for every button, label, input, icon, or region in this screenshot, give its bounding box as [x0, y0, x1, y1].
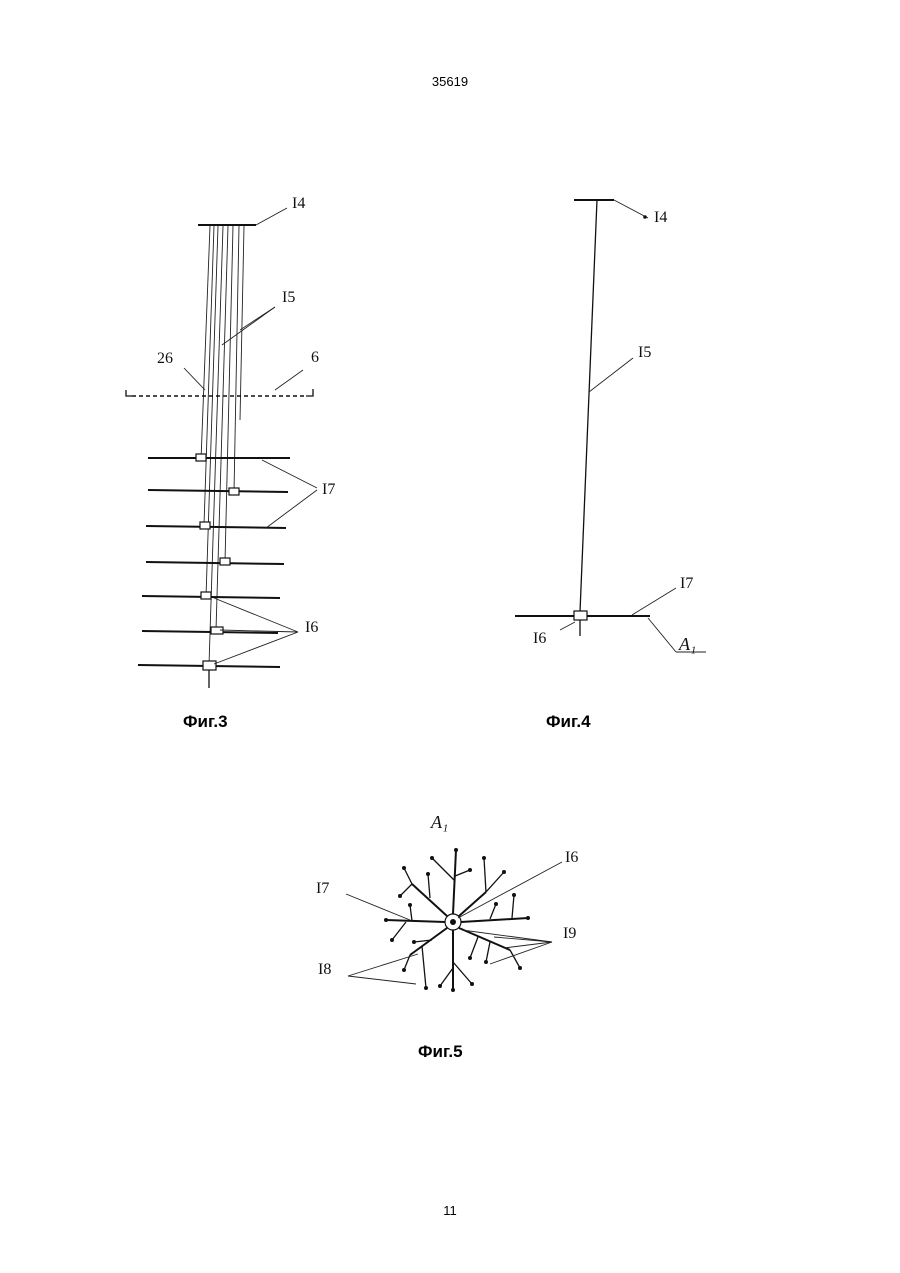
fig3-label-17: I7: [322, 481, 335, 498]
fig3-horizontal-elements: [138, 454, 290, 670]
fig5-label-18: I8: [318, 961, 331, 978]
fig3-label-16: I6: [305, 619, 318, 636]
page-number: 11: [0, 1203, 900, 1218]
fig5-label-19: I9: [563, 925, 576, 942]
figure-4: I4 I5 I7 I6 A₁: [515, 200, 706, 654]
fig4-label-15: I5: [638, 344, 651, 361]
fig5-label-16: I6: [565, 849, 578, 866]
fig4-label-a1: A₁: [678, 634, 696, 654]
fig3-caption: Фиг.3: [183, 712, 228, 732]
fig3-label-6: 6: [311, 349, 319, 366]
fig4-caption: Фиг.4: [546, 712, 591, 732]
fig5-label-a1: A₁: [430, 812, 448, 832]
fig4-label-17: I7: [680, 575, 693, 592]
figure-3: I4 I5 26 6: [126, 195, 335, 688]
fig3-label-26: 26: [157, 350, 173, 367]
fig5-caption: Фиг.5: [418, 1042, 463, 1062]
fig4-label-14: I4: [654, 209, 667, 226]
figure-5: A₁: [316, 812, 578, 992]
fig3-label-15: I5: [282, 289, 295, 306]
fig4-label-16: I6: [533, 630, 546, 647]
fig3-label-14: I4: [292, 195, 305, 212]
fig5-label-17: I7: [316, 880, 329, 897]
fig4-strand: [580, 200, 597, 612]
